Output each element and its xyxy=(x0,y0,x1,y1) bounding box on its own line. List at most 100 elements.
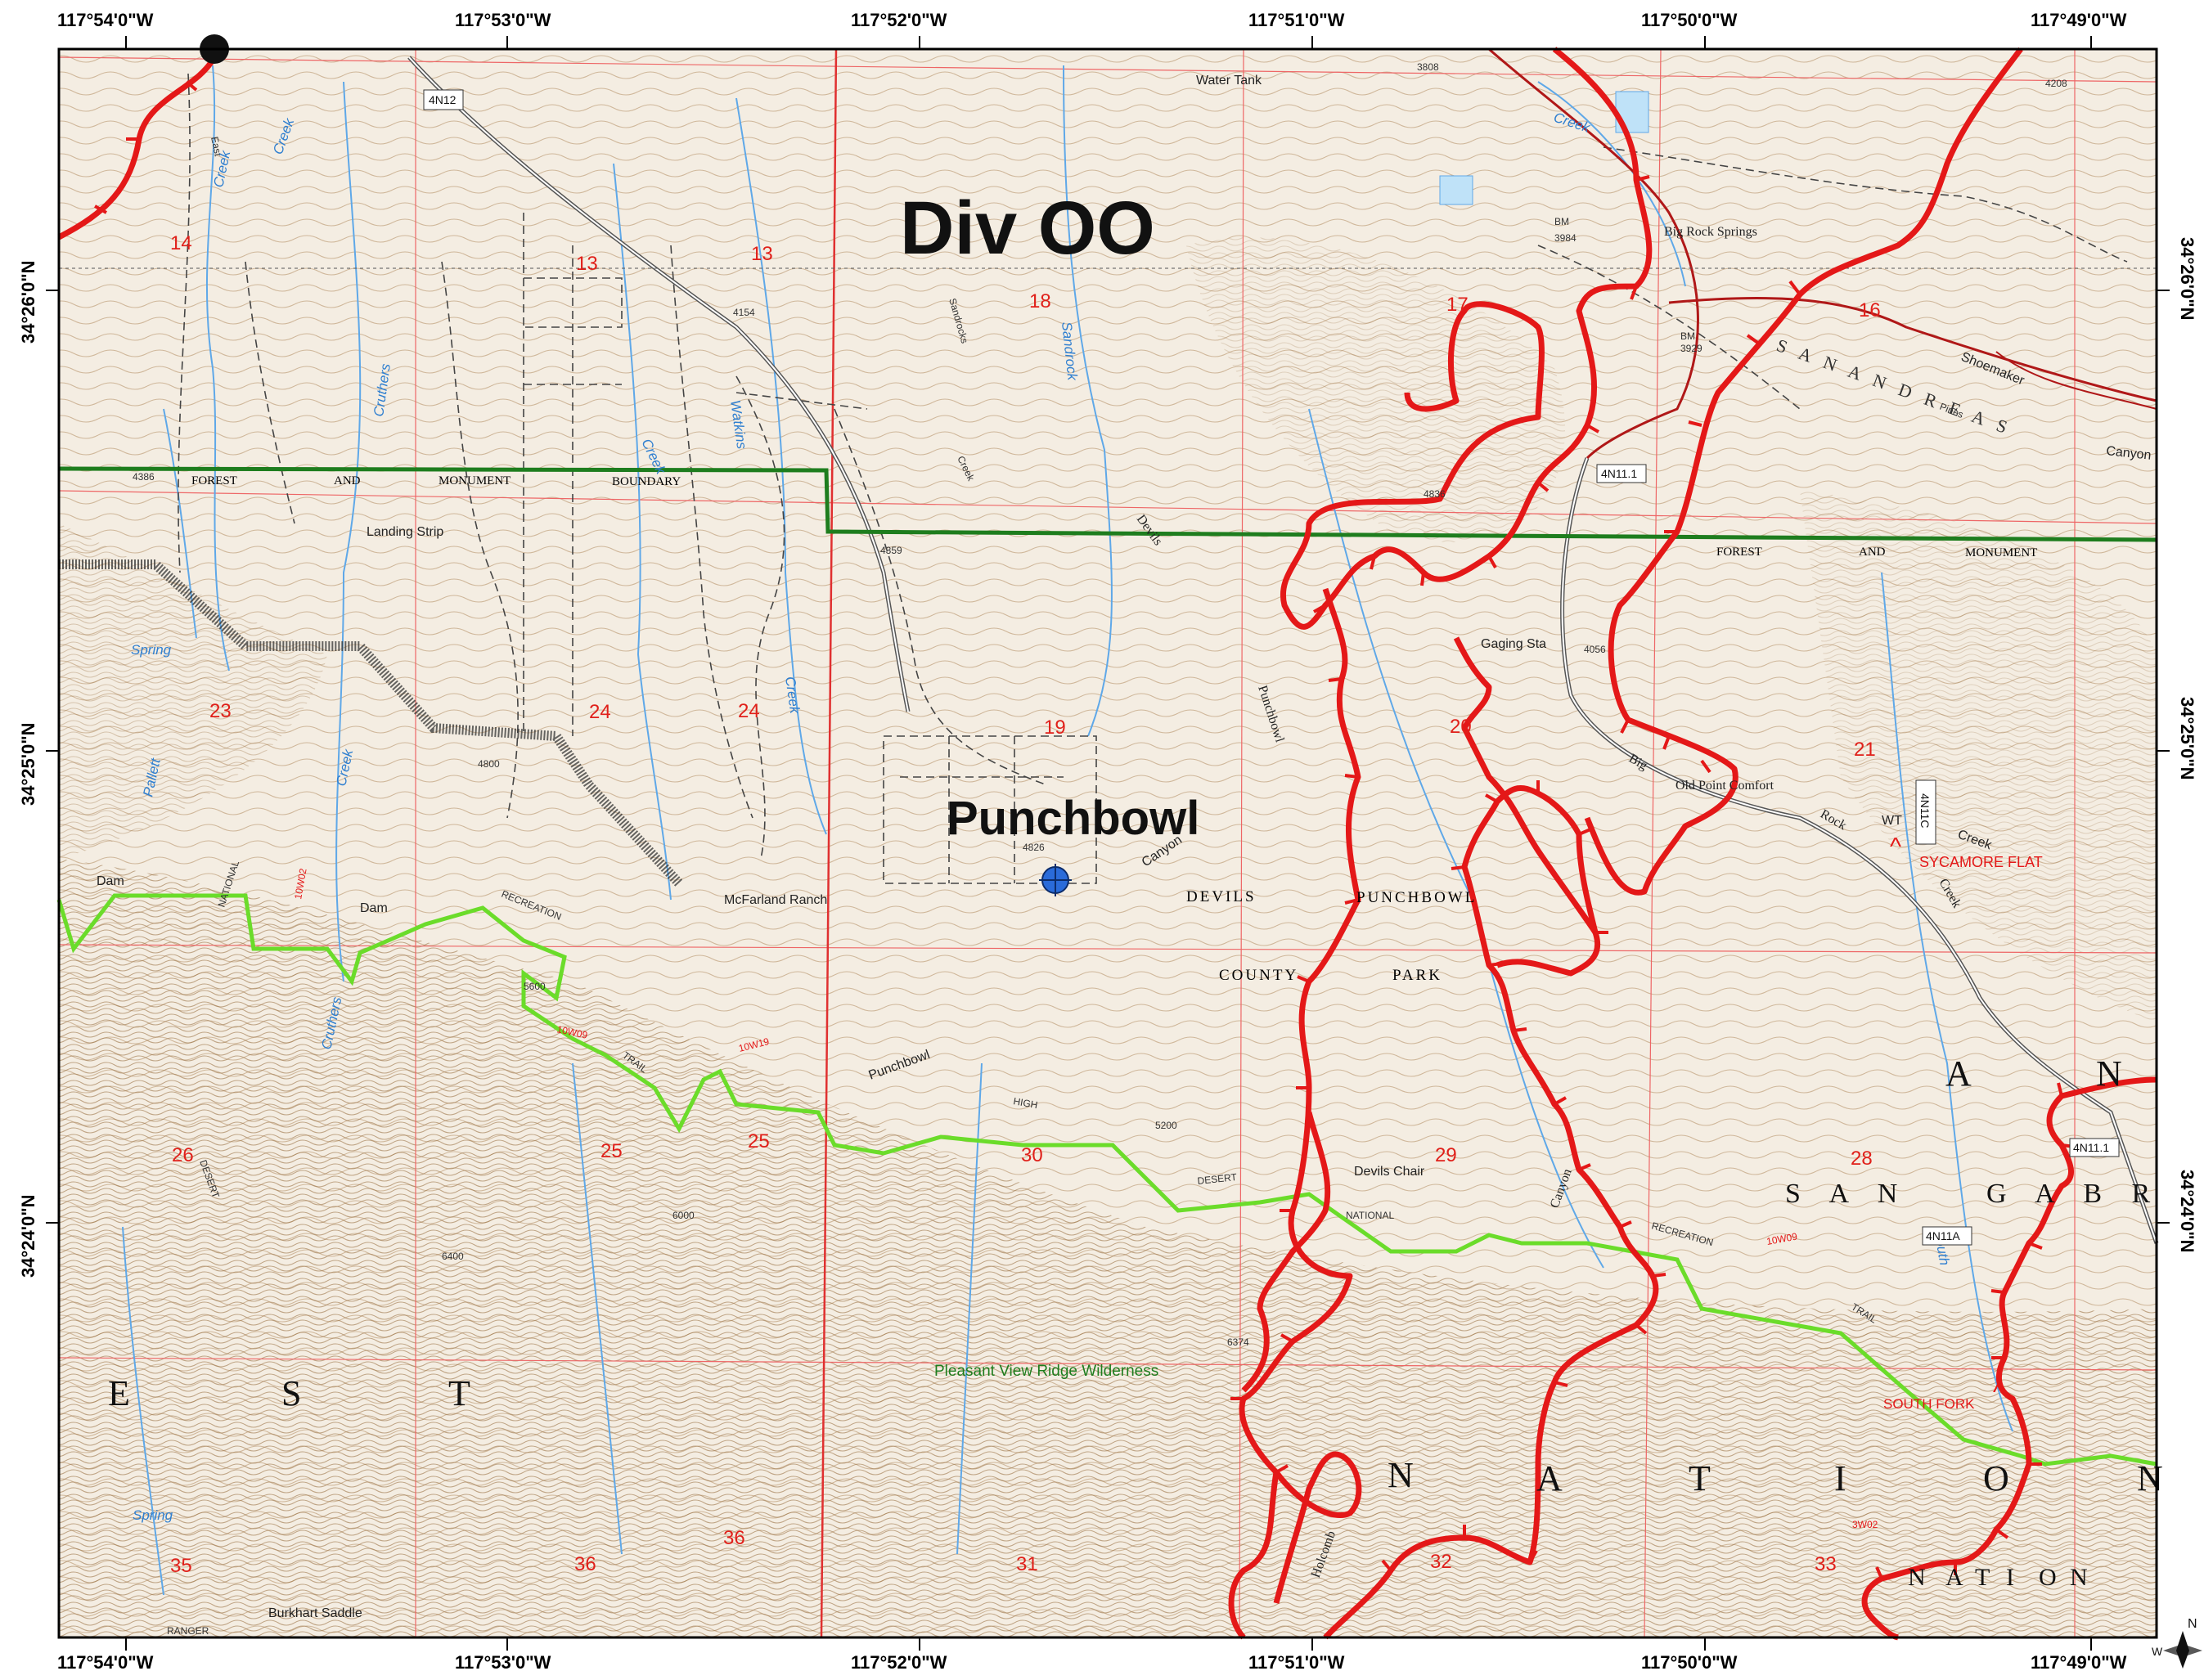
region-word: S A N xyxy=(1785,1179,1909,1209)
section-number: 14 xyxy=(170,232,192,254)
boundary-word: AND xyxy=(1859,546,1886,559)
region-letter: A xyxy=(1945,1053,1978,1094)
region-letter: A xyxy=(1536,1458,1569,1498)
region-letter: N xyxy=(2070,1564,2088,1591)
elevation-label: 5200 xyxy=(1155,1120,1177,1131)
section-number: 26 xyxy=(172,1144,194,1166)
section-number: 18 xyxy=(1029,290,1051,312)
section-number: 29 xyxy=(1435,1144,1457,1166)
longitude-label: 117°52'0"W xyxy=(851,10,947,30)
fence-line xyxy=(59,559,683,887)
north-label: N xyxy=(2188,1617,2197,1631)
graticule-ticks xyxy=(46,36,2170,1651)
trail-word: DESERT xyxy=(1197,1171,1238,1187)
trail-word: NATIONAL xyxy=(1346,1210,1394,1221)
road-id-tag: 4N11.1 xyxy=(1596,464,1647,483)
boundary-word: FOREST xyxy=(191,474,237,487)
section-number: 20 xyxy=(1450,716,1472,738)
big-rock-springs-label: Big Rock Springs xyxy=(1664,225,1757,239)
longitude-labels: 117°54'0"W 117°53'0"W 117°52'0"W 117°51'… xyxy=(57,10,2127,1673)
west-label: W xyxy=(2152,1645,2163,1658)
pleasant-view-ridge-label: Pleasant View Ridge Wilderness xyxy=(934,1363,1158,1380)
benchmark-label: BM xyxy=(1554,216,1569,227)
gaging-station-label: Gaging Sta xyxy=(1481,637,1546,651)
elevation-label: 4826 xyxy=(1023,842,1045,853)
longitude-label: 117°51'0"W xyxy=(1248,1652,1345,1673)
elevation-label: 4154 xyxy=(733,307,755,318)
trail-id-label: 10W02 xyxy=(292,867,308,900)
longitude-label: 117°54'0"W xyxy=(57,1652,154,1673)
campground-icon: ^ xyxy=(1890,833,1901,860)
spring-label: Spring xyxy=(131,642,172,658)
latitude-label: 34°24'0"N xyxy=(18,1194,38,1278)
section-number: 28 xyxy=(1851,1148,1873,1170)
mcfarland-ranch-label: McFarland Ranch xyxy=(724,893,827,907)
benchmark-label: BM xyxy=(1680,330,1695,342)
latitude-label: 34°25'0"N xyxy=(18,722,38,806)
section-number: 30 xyxy=(1021,1144,1043,1166)
section-number: 19 xyxy=(1044,716,1066,739)
boundary-word: AND xyxy=(334,474,361,487)
section-number: 24 xyxy=(738,700,760,722)
water-tank-short-label: WT xyxy=(1882,814,1902,828)
park-word: DEVILS xyxy=(1186,888,1257,905)
trail-id-label: 10W09 xyxy=(1765,1231,1798,1247)
forest-monument-boundary xyxy=(58,466,2157,542)
longitude-label: 117°53'0"W xyxy=(455,1652,551,1673)
landing-strip-label: Landing Strip xyxy=(367,525,443,539)
longitude-label: 117°51'0"W xyxy=(1248,10,1345,30)
road-id-tag: 4N12 xyxy=(423,89,464,110)
creek-label: East xyxy=(209,136,224,158)
section-number: 31 xyxy=(1016,1553,1038,1575)
fire-perimeter-hatches xyxy=(94,80,2076,1579)
elevation-label: 4056 xyxy=(1584,644,1606,655)
region-letter: N xyxy=(2137,1458,2170,1498)
region-letter: S xyxy=(281,1373,308,1413)
region-letter: N xyxy=(1908,1564,1936,1591)
trail-id-label: 3W02 xyxy=(1852,1519,1878,1530)
region-letter: T xyxy=(448,1373,477,1413)
region-letter: E xyxy=(108,1373,137,1413)
section-number: 21 xyxy=(1854,739,1876,761)
region-word: G A B R xyxy=(1986,1179,2161,1209)
dam-label: Dam xyxy=(97,874,124,888)
section-number: 16 xyxy=(1859,299,1881,321)
dirt-roads xyxy=(178,73,2128,884)
section-number: 35 xyxy=(170,1555,192,1577)
pond xyxy=(1439,175,1473,205)
region-letter: N xyxy=(2096,1053,2129,1094)
north-arrow-icon: N W xyxy=(2152,1617,2202,1669)
elevation-label: 4208 xyxy=(2045,78,2067,89)
burkhart-saddle-label: Burkhart Saddle xyxy=(268,1606,362,1620)
elevation-label: 5600 xyxy=(524,981,546,992)
elevation-label: 3984 xyxy=(1554,232,1577,244)
section-number: 23 xyxy=(209,700,232,722)
longitude-label: 117°52'0"W xyxy=(851,1652,947,1673)
elevation-label: 6374 xyxy=(1227,1336,1249,1348)
section-number: 36 xyxy=(574,1553,596,1575)
campground-icon: ^ xyxy=(1993,1379,2004,1406)
boundary-word: FOREST xyxy=(1716,546,1762,559)
latitude-label: 34°25'0"N xyxy=(2177,697,2197,780)
latitude-label: 34°26'0"N xyxy=(2177,237,2197,321)
latitude-labels: 34°26'0"N 34°25'0"N 34°24'0"N 34°26'0"N … xyxy=(18,237,2197,1278)
boundary-word: MONUMENT xyxy=(1965,546,2037,559)
punchbowl-label: Punchbowl xyxy=(947,792,1199,845)
region-letter: O xyxy=(1983,1458,2016,1498)
park-word: COUNTY xyxy=(1219,967,1298,984)
svg-text:4N11A: 4N11A xyxy=(1926,1229,1960,1242)
boundary-word: MONUMENT xyxy=(439,474,511,487)
road-id-tag: 4N11.1 xyxy=(2069,1138,2120,1157)
canyon-label: Canyon xyxy=(2106,444,2152,463)
latitude-label: 34°24'0"N xyxy=(2177,1170,2197,1253)
sycamore-flat-label: SYCAMORE FLAT xyxy=(1919,854,2043,870)
spring-label: Spring xyxy=(133,1507,173,1523)
section-number: 13 xyxy=(576,253,598,275)
road-id-tag: 4N11C xyxy=(1915,779,1936,845)
longitude-label: 117°49'0"W xyxy=(2031,10,2127,30)
punchbowl-location-marker[interactable] xyxy=(1039,864,1072,896)
streams xyxy=(122,65,2013,1596)
svg-text:4N11.1: 4N11.1 xyxy=(2073,1141,2109,1154)
longitude-label: 117°50'0"W xyxy=(1641,1652,1738,1673)
old-point-comfort-label: Old Point Comfort xyxy=(1675,779,1774,793)
